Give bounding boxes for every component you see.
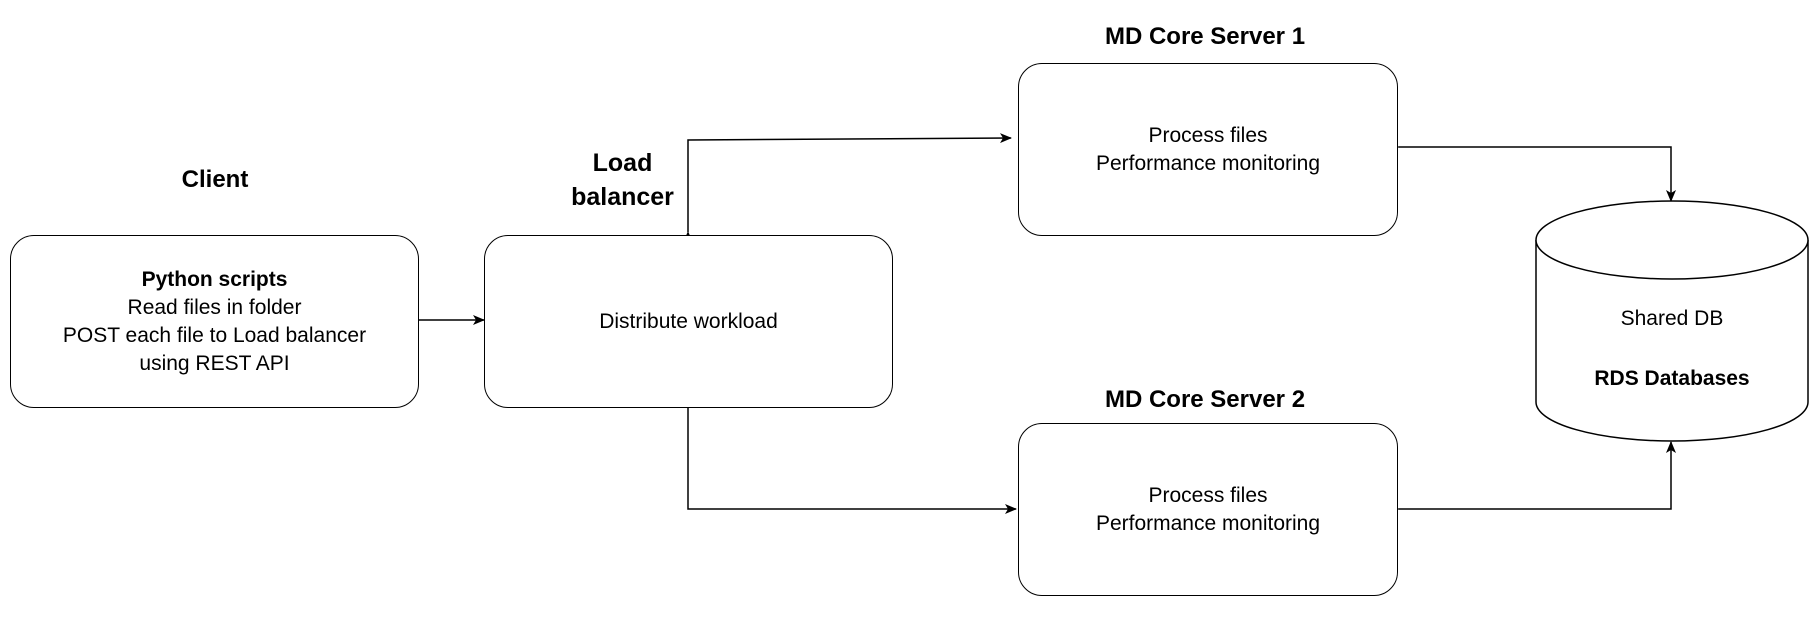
client-box: Python scripts Read files in folder POST… — [10, 235, 419, 408]
client-heading: Client — [181, 166, 249, 193]
client-box-line-2: POST each file to Load balancer — [62, 323, 367, 347]
database-label: Shared DB — [1620, 307, 1724, 330]
load-balancer-heading: Load balancer — [560, 146, 685, 214]
client-box-line-1: Read files in folder — [127, 295, 302, 319]
load-balancer-heading-line-1: Load — [592, 149, 653, 177]
server2-box: Process files Performance monitoring — [1018, 423, 1398, 596]
load-balancer-box-text: Distribute workload — [599, 309, 778, 333]
server2-db-connector — [1388, 441, 1676, 514]
server1-line-2: Performance monitoring — [1095, 151, 1321, 175]
client-box-title: Python scripts — [141, 267, 288, 291]
server1-db-connector — [1388, 142, 1676, 202]
server2-heading: MD Core Server 2 — [1104, 386, 1306, 413]
server1-heading: MD Core Server 1 — [1104, 23, 1306, 50]
server2-line-2: Performance monitoring — [1095, 511, 1321, 535]
lb-server1-connector — [683, 133, 1012, 243]
client-box-line-3: using REST API — [139, 351, 290, 375]
load-balancer-box: Distribute workload — [484, 235, 893, 408]
load-balancer-heading-line-2: balancer — [571, 183, 674, 211]
server1-line-1: Process files — [1148, 123, 1268, 147]
server2-line-1: Process files — [1148, 483, 1268, 507]
lb-server2-connector — [683, 397, 1017, 514]
database-cylinder — [1535, 200, 1809, 442]
database-sublabel: RDS Databases — [1594, 367, 1750, 390]
server1-box: Process files Performance monitoring — [1018, 63, 1398, 236]
